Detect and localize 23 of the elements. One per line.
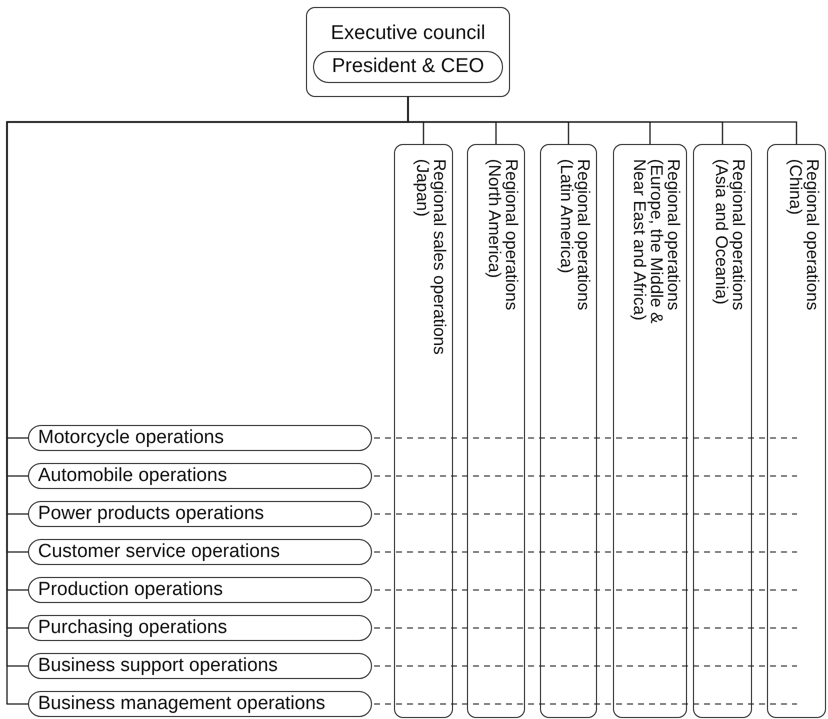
region-label: Regional operations (North America) bbox=[486, 159, 520, 312]
region-label: Regional operations (Asia and Oceania) bbox=[713, 159, 747, 312]
operations-pill: Business management operations bbox=[28, 691, 372, 717]
region-box bbox=[613, 144, 687, 718]
operations-pill: Automobile operations bbox=[28, 463, 372, 489]
council-title: Executive council bbox=[330, 22, 486, 45]
region-box bbox=[540, 144, 597, 718]
region-box bbox=[467, 144, 525, 718]
region-label: Regional sales operations (Japan) bbox=[414, 159, 448, 357]
operations-pill: Business support operations bbox=[28, 653, 372, 679]
operations-pill: Customer service operations bbox=[28, 539, 372, 565]
operations-pill: Motorcycle operations bbox=[28, 425, 372, 451]
region-box bbox=[394, 144, 453, 718]
operations-pill: Power products operations bbox=[28, 501, 372, 527]
region-box bbox=[693, 144, 752, 718]
operations-pill: Production operations bbox=[28, 577, 372, 603]
operations-pill: Purchasing operations bbox=[28, 615, 372, 641]
council-box bbox=[306, 7, 510, 97]
region-label: Regional operations (Latin America) bbox=[558, 159, 592, 312]
region-label: Regional operations (China) bbox=[787, 159, 821, 312]
region-box bbox=[767, 144, 826, 718]
role-pill: President & CEO bbox=[313, 51, 503, 83]
region-label: Regional operations (Europe, the Middle & Near East and Africa) bbox=[631, 159, 682, 326]
